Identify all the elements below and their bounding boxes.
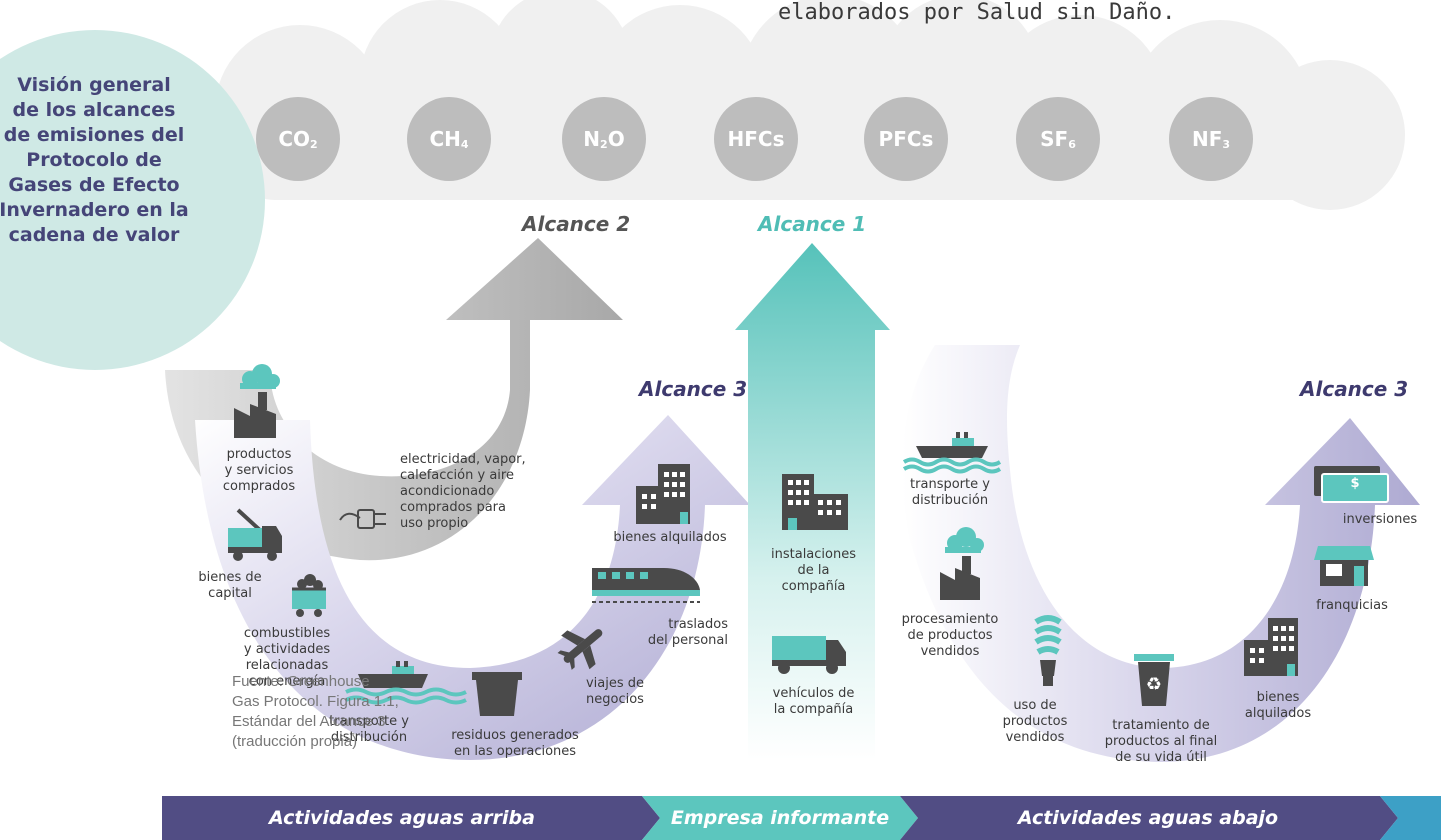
crane-truck-icon — [228, 508, 282, 561]
label-leased-assets-upstream: bienes alquilados — [613, 530, 727, 545]
label-investments: inversiones — [1342, 512, 1418, 527]
gas-pfcs: PFCs — [864, 97, 948, 181]
dollar-sign: $ — [1350, 476, 1360, 491]
label-vehicles: vehículos de la compañía — [772, 686, 855, 717]
label-processing: procesamiento de productos vendidos — [901, 612, 999, 659]
train-icon — [592, 568, 700, 603]
factory-icon — [234, 364, 280, 438]
header-note: elaborados por Salud sin Daño. — [778, 0, 1176, 25]
factory-downstream-icon — [940, 527, 984, 600]
scope3-upstream-label: Alcance 3 — [639, 377, 748, 401]
label-use-of-products: uso de productos vendidos — [1002, 698, 1068, 745]
band-downstream-label: Actividades aguas abajo — [1017, 807, 1279, 829]
label-capital-goods: bienes de capital — [198, 570, 262, 601]
band-reporting-shape — [642, 796, 918, 840]
band-end-shape — [1380, 796, 1441, 840]
light-bulb-icon — [1034, 615, 1062, 686]
recycle-bin-icon: ♻ — [1134, 654, 1174, 706]
label-end-of-life: tratamiento de productos al final de su … — [1104, 718, 1218, 765]
diagram-title: Visión general de los alcances de emisio… — [0, 74, 189, 246]
label-franchises: franquicias — [1316, 598, 1388, 613]
dumpster-icon — [472, 672, 522, 716]
coal-cart-icon — [292, 574, 326, 617]
label-electricity: electricidad, vapor, calefacción y aire … — [400, 452, 526, 531]
money-icon — [1314, 466, 1389, 503]
label-purchased-goods: productos y servicios comprados — [222, 447, 296, 494]
label-downstream-transport: transporte y distribución — [910, 477, 990, 508]
band-upstream-label: Actividades aguas arriba — [269, 807, 535, 829]
band-reporting-label: Empresa informante — [670, 807, 890, 829]
company-building-icon — [782, 474, 848, 530]
truck-icon — [772, 636, 846, 674]
building-icon — [636, 464, 690, 524]
source-note: Fuente: Greenhouse Gas Protocol. Figura … — [232, 673, 399, 750]
band-downstream-shape — [900, 796, 1398, 840]
label-leased-assets-downstream: bienes alquilados — [1244, 690, 1312, 721]
title-circle — [0, 30, 265, 370]
label-waste: residuos generados en las operaciones — [451, 728, 579, 759]
label-commuting: traslados del personal — [647, 617, 728, 648]
storefront-icon — [1314, 546, 1374, 586]
label-business-travel: viajes de negocios — [585, 676, 645, 707]
label-facilities: instalaciones de la compañía — [771, 547, 856, 594]
label-fuel-energy: combustibles y actividades relacionadas … — [243, 626, 331, 689]
scope1-label: Alcance 1 — [758, 212, 867, 236]
ship-icon — [345, 661, 467, 705]
label-upstream-transport: transporte y distribución — [329, 714, 409, 745]
airplane-icon — [557, 629, 603, 670]
ship-downstream-icon — [902, 432, 1002, 474]
gas-hfcs: HFCs — [714, 97, 798, 181]
band-upstream-shape — [162, 796, 660, 840]
building-downstream-icon — [1244, 618, 1298, 676]
svg-text:♻: ♻ — [1146, 674, 1162, 695]
scope3-upstream-arrow — [195, 415, 750, 760]
scope3-downstream-label: Alcance 3 — [1300, 377, 1409, 401]
scope2-label: Alcance 2 — [522, 212, 631, 236]
plug-icon — [339, 509, 386, 529]
